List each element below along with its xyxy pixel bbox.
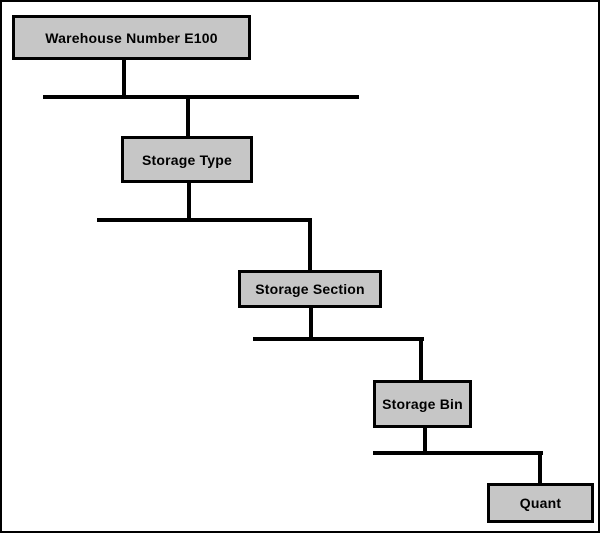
connector-to-quant <box>538 451 542 485</box>
node-storage-section: Storage Section <box>238 270 382 308</box>
node-storage-type: Storage Type <box>121 136 253 183</box>
node-warehouse-number-label: Warehouse Number E100 <box>45 29 218 46</box>
connector-level4-rail <box>373 451 543 455</box>
node-storage-section-label: Storage Section <box>255 281 365 297</box>
node-quant-label: Quant <box>519 495 562 511</box>
connector-storage-section-drop <box>309 306 313 341</box>
node-storage-bin-label: Storage Bin <box>382 396 463 412</box>
node-quant: Quant <box>487 483 594 523</box>
connector-warehouse-drop <box>122 58 126 98</box>
node-storage-bin: Storage Bin <box>373 380 472 428</box>
connector-storage-type-drop <box>187 181 191 222</box>
node-warehouse-number: Warehouse Number E100 <box>12 15 251 60</box>
connector-level3-rail <box>253 337 424 341</box>
connector-to-storage-bin <box>419 337 423 382</box>
connector-to-storage-section <box>308 218 312 272</box>
node-storage-type-label: Storage Type <box>141 151 233 168</box>
connector-storage-bin-drop <box>423 426 427 455</box>
connector-level2-rail <box>97 218 312 222</box>
connector-level1-rail <box>43 95 359 99</box>
connector-to-storage-type <box>186 95 190 138</box>
